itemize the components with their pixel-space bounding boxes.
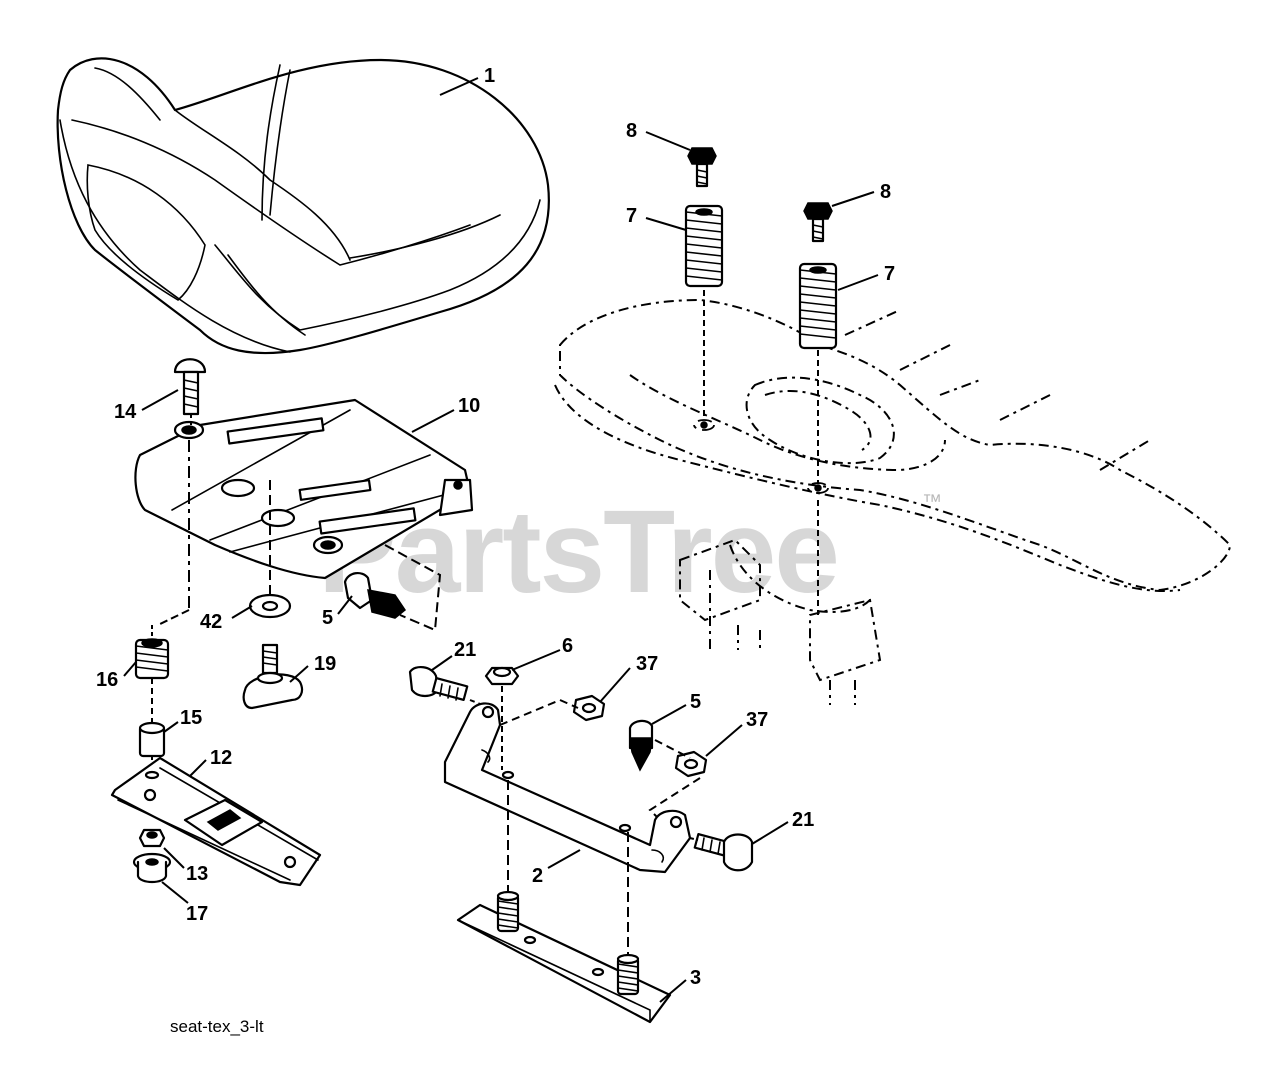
trademark-symbol: ™ [922,491,942,513]
carriage-bolt-part-14[interactable] [173,358,207,430]
callout-1: 1 [484,65,495,87]
callout-13: 13 [186,863,208,885]
callout-10: 10 [458,395,480,417]
clip-part-5-left[interactable] [343,572,407,619]
bolt-part-8-left[interactable] [687,147,717,188]
callout-6: 6 [562,635,573,657]
callout-14: 14 [114,401,137,423]
nut-part-37-upper[interactable] [572,694,606,722]
callout-8-left: 8 [626,120,637,142]
base-plate-part-3[interactable] [456,890,672,1024]
tractor-frame-reference [554,290,1232,705]
callout-3: 3 [690,967,701,989]
callout-5-left: 5 [322,607,333,629]
nut-part-13[interactable] [138,828,166,848]
callout-2: 2 [532,865,543,887]
lock-nut-part-17[interactable] [132,852,172,884]
callout-7-left: 7 [626,205,637,227]
bolt-part-21-right[interactable] [693,832,754,872]
callout-leaders [123,77,879,1003]
diagram-caption: seat-tex_3-lt [170,1017,264,1036]
washer-part-42[interactable] [248,593,292,619]
callout-8-right: 8 [880,181,891,203]
seat-bracket-part-2[interactable] [443,702,692,958]
callout-15: 15 [180,707,202,729]
callout-7-right: 7 [884,263,895,285]
nut-part-37-lower[interactable] [674,750,708,778]
callout-16: 16 [96,669,118,691]
clip-part-5-right[interactable] [628,719,654,772]
callout-42: 42 [200,611,222,633]
callout-37-lower: 37 [746,709,768,731]
seat-part-1[interactable] [56,57,550,355]
spring-part-7-right[interactable] [798,262,838,350]
callout-17: 17 [186,903,208,925]
bushing-part-15[interactable] [138,721,166,758]
callout-21-left: 21 [454,639,476,661]
slide-plate-part-12[interactable] [110,756,322,887]
callout-12: 12 [210,747,232,769]
bolt-part-8-right[interactable] [803,202,833,243]
spring-part-7-left[interactable] [684,204,724,288]
callout-37-upper: 37 [636,653,658,675]
callout-5-right: 5 [690,691,701,713]
knob-part-19[interactable] [242,643,304,710]
callout-19: 19 [314,653,336,675]
nut-part-6[interactable] [484,666,520,686]
spring-part-16[interactable] [134,638,170,680]
bolt-part-21-left[interactable] [408,666,469,702]
callout-21-right: 21 [792,809,814,831]
seat-pan-part-10[interactable] [134,398,474,632]
